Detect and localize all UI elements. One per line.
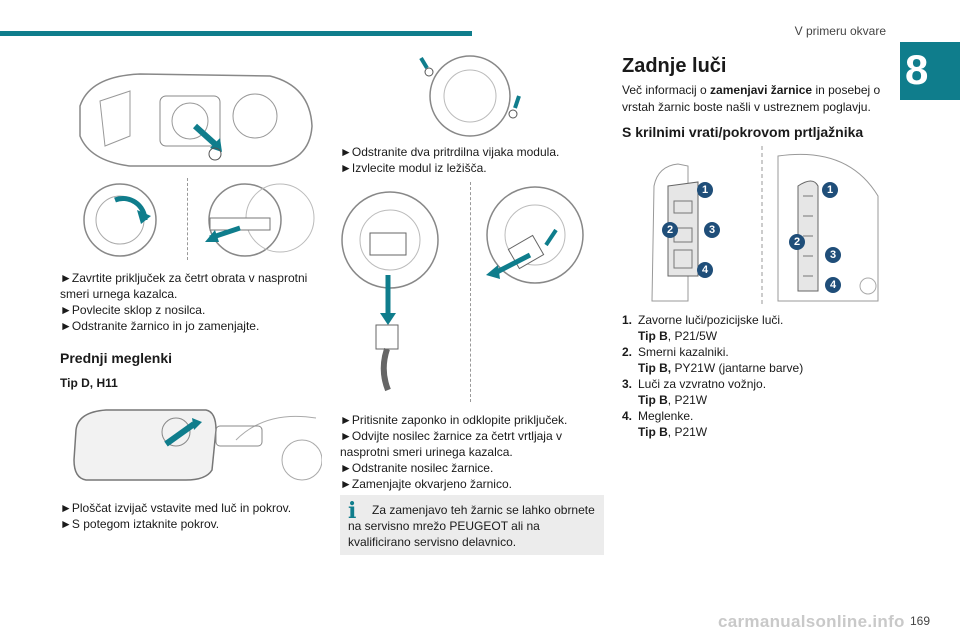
- left-steps-bottom: Ploščat izvijač vstavite med luč in pokr…: [60, 500, 322, 532]
- arrow-bullet-icon: [340, 461, 352, 475]
- arrow-bullet-icon: [340, 145, 352, 159]
- callout-4: 4: [825, 277, 841, 293]
- step-text: Odstranite nosilec žarnice.: [340, 460, 606, 476]
- arrow-bullet-icon: [60, 501, 72, 515]
- arrow-bullet-icon: [340, 413, 352, 427]
- step-text: Zamenjajte okvarjeno žarnico.: [340, 476, 606, 492]
- info-icon: i: [348, 498, 357, 524]
- arrow-bullet-icon: [340, 429, 352, 443]
- left-steps-top: Zavrtite priključek za četrt obrata v na…: [60, 270, 322, 334]
- callout-3: 3: [704, 222, 720, 238]
- callout-2: 2: [662, 222, 678, 238]
- header-accent-bar: [0, 31, 472, 36]
- fog-heading: Prednji meglenki: [60, 350, 173, 366]
- divider-line: [470, 182, 471, 402]
- callout-1: 1: [822, 182, 838, 198]
- info-text: Za zamenjavo teh žarnic se lahko obrnete…: [348, 503, 595, 549]
- fog-module-screws-diagram: [419, 55, 521, 137]
- section-title: V primeru okvare: [794, 24, 886, 38]
- rear-lights-intro: Več informacij o zamenjavi žarnice in po…: [622, 83, 881, 114]
- rear-lights-title: Zadnje luči: [622, 55, 727, 77]
- step-text: Ploščat izvijač vstavite med luč in pokr…: [60, 500, 322, 516]
- bulb-connector-rotate-diagram: [83, 183, 315, 257]
- page-number: 169: [909, 614, 930, 628]
- arrow-bullet-icon: [60, 303, 72, 317]
- headlamp-rear-diagram: [79, 73, 313, 167]
- step-text: Pritisnite zaponko in odklopite priključ…: [340, 412, 606, 428]
- step-text: Odvijte nosilec žarnice za četrt vrtljaj…: [340, 428, 606, 460]
- fog-connector-diagram: [341, 186, 584, 392]
- arrow-bullet-icon: [60, 319, 72, 333]
- callout-2: 2: [789, 234, 805, 250]
- fog-type: Tip D, H11: [60, 376, 118, 390]
- step-text: Odstranite dva pritrdilna vijaka modula.: [340, 144, 606, 160]
- rear-lamp-list: 1.Zavorne luči/pozicijske luči. Tip B, P…: [622, 312, 888, 440]
- list-item: 1.Zavorne luči/pozicijske luči. Tip B, P…: [622, 313, 784, 343]
- arrow-bullet-icon: [60, 271, 72, 285]
- middle-steps-bottom: Pritisnite zaponko in odklopite priključ…: [340, 412, 606, 492]
- fog-lamp-cover-diagram: [73, 409, 322, 481]
- info-note: i Za zamenjavo teh žarnic se lahko obrne…: [340, 495, 604, 555]
- chapter-tab: [900, 42, 960, 100]
- callout-1: 1: [697, 182, 713, 198]
- chapter-number: 8: [905, 46, 929, 93]
- step-text: Povlecite sklop z nosilca.: [60, 302, 322, 318]
- watermark: carmanualsonline.info: [718, 612, 905, 631]
- step-text: Izvlecite modul iz ležišča.: [340, 160, 606, 176]
- arrow-bullet-icon: [60, 517, 72, 531]
- step-text: Zavrtite priključek za četrt obrata v na…: [60, 270, 322, 302]
- arrow-bullet-icon: [340, 477, 352, 491]
- step-text: Odstranite žarnico in jo zamenjajte.: [60, 318, 322, 334]
- callout-3: 3: [825, 247, 841, 263]
- list-item: 3.Luči za vzvratno vožnjo. Tip B, P21W: [622, 377, 767, 407]
- rear-lights-subheading: S krilnimi vrati/pokrovom prtljažnika: [622, 124, 864, 140]
- rear-lamp-diagram: [651, 146, 879, 306]
- callout-4: 4: [697, 262, 713, 278]
- list-item: 4.Meglenke. Tip B, P21W: [622, 409, 708, 439]
- arrow-bullet-icon: [340, 161, 352, 175]
- list-item: 2.Smerni kazalniki. Tip B, PY21W (jantar…: [622, 345, 804, 375]
- middle-steps-top: Odstranite dva pritrdilna vijaka modula.…: [340, 144, 606, 176]
- step-text: S potegom iztaknite pokrov.: [60, 516, 322, 532]
- divider-line: [187, 178, 188, 260]
